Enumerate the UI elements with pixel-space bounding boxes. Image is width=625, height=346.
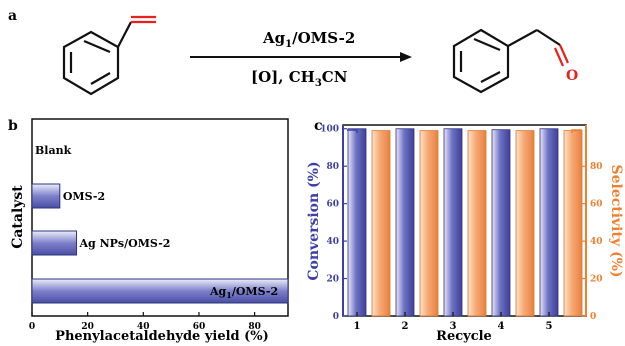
phenylacetaldehyde-structure xyxy=(452,28,570,94)
panel-label-c: c xyxy=(314,118,323,134)
chart-c-right-tick-label: 40 xyxy=(590,237,603,247)
chart-c-left-tick-label: 40 xyxy=(326,237,339,247)
carbonyl-double-bond xyxy=(558,44,570,64)
reaction-arrow xyxy=(190,52,412,62)
chart-b-xtick-label: 60 xyxy=(193,322,206,332)
reaction-conditions: [O], CH3CN xyxy=(251,68,348,89)
bar-label-3: Ag1/OMS-2 xyxy=(209,285,278,300)
chart-c-right-tick-label: 20 xyxy=(590,275,603,285)
conversion-bar-4 xyxy=(491,129,511,317)
conversion-bar-3 xyxy=(443,128,463,317)
chart-c-xtick-label: 5 xyxy=(546,321,553,332)
chart-b-frame xyxy=(31,118,289,317)
bar-catalyst-1 xyxy=(31,183,61,209)
chart-c-ylabel-right: Selectivity (%) xyxy=(608,164,624,277)
chart-c-left-tick-label: 80 xyxy=(326,162,339,172)
chart-c-xlabel: Recycle xyxy=(436,329,492,344)
styrene-structure xyxy=(62,15,156,96)
chart-b-xtick-label: 0 xyxy=(29,322,35,332)
chart-c-left-tick-label: 20 xyxy=(326,275,339,285)
chart-c-xtick-label: 2 xyxy=(402,321,409,332)
conversion-axis-marker xyxy=(347,129,358,133)
panel-label-b: b xyxy=(8,118,18,134)
conversion-bar-1 xyxy=(347,128,367,317)
panel-label-a: a xyxy=(8,8,17,24)
selectivity-bar-5 xyxy=(563,130,583,317)
bar-label-1: OMS-2 xyxy=(63,190,105,203)
chart-b-ylabel: Catalyst xyxy=(10,185,26,249)
aldehyde-oxygen: O xyxy=(566,68,578,84)
bar-catalyst-2 xyxy=(31,230,78,256)
selectivity-bar-3 xyxy=(467,130,487,317)
chart-c-ylabel-left: Conversion (%) xyxy=(306,161,322,280)
chart-c-left-tick-label: 100 xyxy=(320,125,339,135)
chart-b-xtick-label: 80 xyxy=(248,322,261,332)
conversion-bar-2 xyxy=(395,128,415,317)
chart-c-left-tick-label: 0 xyxy=(333,312,339,322)
panel-c-chart: c 1 2 3 4 5 0 20 40 60 80 100 0 20 40 60 80 Recycle Con… xyxy=(306,118,624,344)
reaction-catalyst: Ag1/OMS-2 xyxy=(262,29,355,50)
conversion-bar-5 xyxy=(539,128,559,317)
selectivity-bar-1 xyxy=(371,130,391,317)
bar-label-2: Ag NPs/OMS-2 xyxy=(79,237,171,250)
chart-b-xlabel: Phenylacetaldehyde yield (%) xyxy=(55,329,269,344)
chart-b-xtick-label: 20 xyxy=(81,322,94,332)
selectivity-axis-marker xyxy=(571,129,582,133)
bar-catalyst-3 xyxy=(31,278,289,304)
bar-label-0: Blank xyxy=(35,144,72,157)
chart-c-xtick-label: 4 xyxy=(498,321,505,332)
panel-a-reaction-scheme: a Ag1/OMS-2 [O], CH3CN xyxy=(8,8,578,96)
chart-c-right-tick-label: 80 xyxy=(590,162,603,172)
chart-c-right-tick-label: 0 xyxy=(590,312,596,322)
chart-c-xtick-label: 3 xyxy=(450,321,457,332)
chart-c-left-tick-label: 60 xyxy=(326,200,339,210)
chart-c-xtick-label: 1 xyxy=(354,321,361,332)
chart-b-xtick-label: 40 xyxy=(137,322,150,332)
chart-c-right-tick-label: 60 xyxy=(590,200,603,210)
selectivity-bar-4 xyxy=(515,130,535,317)
selectivity-bar-2 xyxy=(419,130,439,317)
